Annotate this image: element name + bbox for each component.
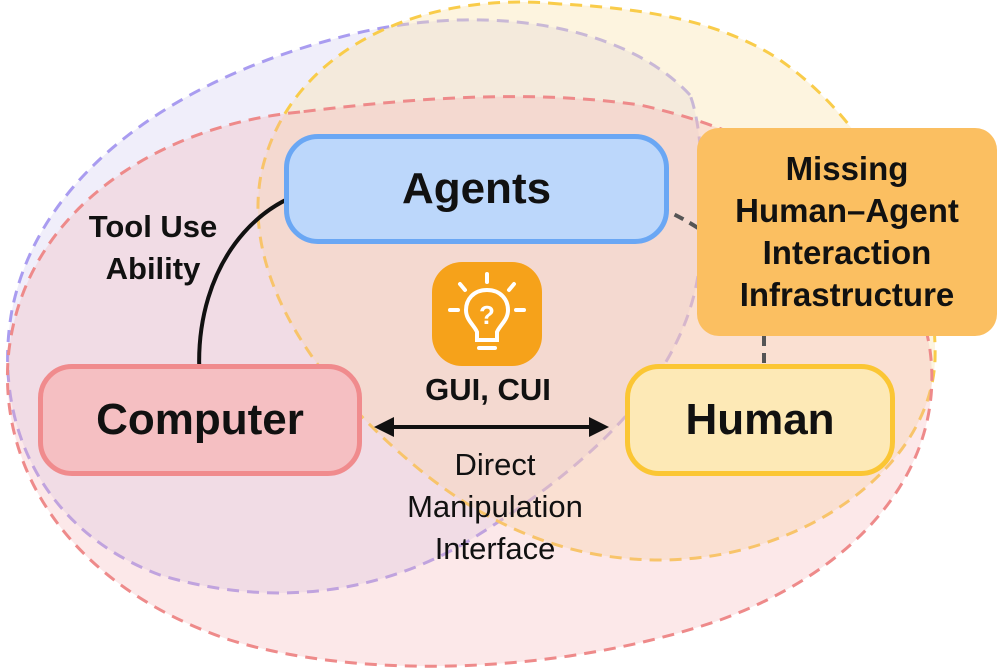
callout-line: Human–Agent: [735, 192, 959, 229]
callout-line: Interaction: [762, 234, 932, 271]
human-node: Human: [625, 364, 895, 476]
computer-node: Computer: [38, 364, 362, 476]
direct-manipulation-label: Direct Manipulation Interface: [370, 444, 620, 570]
agents-label: Agents: [401, 164, 552, 213]
computer-label: Computer: [96, 395, 304, 444]
tool-use-line: Ability: [105, 251, 201, 286]
lightbulb-question-icon: ?: [432, 262, 542, 366]
tool-use-ability-label: Tool Use Ability: [60, 206, 246, 290]
dmi-line: Interface: [434, 531, 556, 566]
callout-line: Infrastructure: [739, 276, 955, 313]
missing-infrastructure-callout: Missing Human–Agent Interaction Infrastr…: [697, 128, 997, 336]
human-label: Human: [685, 395, 835, 444]
gui-cui-label: GUI, CUI: [425, 372, 551, 407]
callout-line: Missing: [785, 150, 909, 187]
tool-use-line: Tool Use: [88, 209, 218, 244]
agents-node: Agents: [284, 134, 669, 244]
dmi-line: Direct: [454, 447, 536, 482]
svg-text:?: ?: [479, 300, 495, 330]
dmi-line: Manipulation: [407, 489, 583, 524]
